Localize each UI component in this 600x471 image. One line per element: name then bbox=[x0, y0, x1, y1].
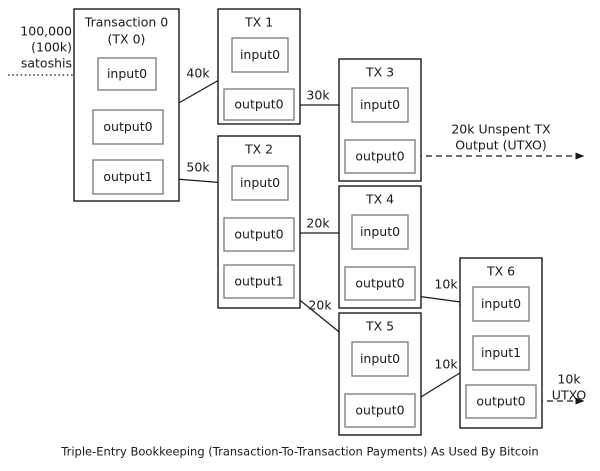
transaction-box-tx3[interactable]: TX 3 input0 output0 bbox=[338, 58, 422, 182]
tx6-input1-rect bbox=[472, 335, 530, 371]
tx2-output1-label: output1 bbox=[234, 274, 283, 289]
tx5-title: TX 5 bbox=[365, 319, 394, 334]
amount-label-40k: 40k bbox=[186, 66, 210, 81]
tx0-input0-rect bbox=[97, 57, 157, 91]
tx1-input0-label: input0 bbox=[240, 47, 280, 62]
tx3-slot-input0[interactable]: input0 bbox=[351, 87, 409, 123]
utxo-10k-label-line2: UTXO bbox=[552, 388, 587, 403]
tx4-input0-rect bbox=[351, 214, 409, 250]
tx0-slot-output0[interactable]: output0 bbox=[92, 109, 164, 145]
tx1-input0-rect bbox=[231, 37, 289, 73]
tx4-output0-label: output0 bbox=[355, 276, 404, 291]
tx2-slot-output0[interactable]: output0 bbox=[223, 217, 295, 252]
tx3-output0-rect bbox=[344, 139, 416, 174]
tx0-output0-label: output0 bbox=[103, 119, 152, 134]
utxo-20k-label-line2: Output (UTXO) bbox=[455, 138, 547, 153]
flow-tx3-out0-utxo: 20k Unspent TX Output (UTXO) bbox=[416, 122, 585, 160]
tx3-slot-output0[interactable]: output0 bbox=[344, 139, 416, 174]
tx6-slot-output0[interactable]: output0 bbox=[465, 384, 537, 419]
tx6-input1-label: input1 bbox=[481, 345, 521, 360]
tx1-title: TX 1 bbox=[244, 15, 273, 30]
tx2-slot-output1[interactable]: output1 bbox=[223, 264, 295, 299]
utxo-20k-label-line1: 20k Unspent TX bbox=[451, 122, 551, 137]
tx2-output1-rect bbox=[223, 264, 295, 299]
transaction-box-tx1[interactable]: TX 1 input0 output0 bbox=[217, 8, 301, 125]
tx5-output0-label: output0 bbox=[355, 403, 404, 418]
tx3-input0-rect bbox=[351, 87, 409, 123]
tx5-input0-label: input0 bbox=[360, 351, 400, 366]
tx6-title: TX 6 bbox=[486, 264, 515, 279]
tx1-output0-rect bbox=[223, 88, 295, 121]
tx0-title-line1: Transaction 0 bbox=[84, 15, 168, 30]
flow-tx1-out0-to-tx3-in0: 30k bbox=[294, 88, 348, 109]
genesis-amount-line3: satoshis bbox=[21, 56, 72, 71]
flow-tx6-out0-utxo: 10k UTXO bbox=[537, 372, 587, 405]
amount-label-20k-tx5: 20k bbox=[308, 298, 332, 313]
tx6-slot-input0[interactable]: input0 bbox=[472, 286, 530, 322]
tx2-input0-label: input0 bbox=[240, 175, 280, 190]
tx1-slot-output0[interactable]: output0 bbox=[223, 88, 295, 121]
transaction-box-tx0[interactable]: Transaction 0 (TX 0) input0 output0 outp… bbox=[73, 8, 180, 202]
amount-label-20k-tx4: 20k bbox=[306, 216, 330, 231]
transaction-box-tx2[interactable]: TX 2 input0 output0 output1 bbox=[217, 135, 301, 309]
tx1-slot-input0[interactable]: input0 bbox=[231, 37, 289, 73]
amount-label-10k-tx6in1: 10k bbox=[434, 357, 458, 372]
tx1-output0-label: output0 bbox=[234, 97, 283, 112]
tx0-output1-label: output1 bbox=[103, 169, 152, 184]
tx2-output0-rect bbox=[223, 217, 295, 252]
tx2-output0-label: output0 bbox=[234, 227, 283, 242]
tx5-output0-rect bbox=[344, 393, 416, 428]
tx2-title: TX 2 bbox=[244, 142, 273, 157]
tx6-slot-input1[interactable]: input1 bbox=[472, 335, 530, 371]
tx2-slot-input0[interactable]: input0 bbox=[231, 165, 289, 201]
flow-tx2-out0-to-tx4-in0: 20k bbox=[294, 216, 348, 237]
tx4-slot-input0[interactable]: input0 bbox=[351, 214, 409, 250]
tx6-input0-label: input0 bbox=[481, 296, 521, 311]
transaction-box-tx5[interactable]: TX 5 input0 output0 bbox=[338, 312, 422, 436]
flow-genesis-funding: 100,000 (100k) satoshis bbox=[8, 24, 92, 79]
tx0-output1-rect bbox=[92, 159, 164, 195]
tx4-slot-output0[interactable]: output0 bbox=[344, 266, 416, 301]
tx0-slot-output1[interactable]: output1 bbox=[92, 159, 164, 195]
amount-label-10k-tx6in0: 10k bbox=[434, 277, 458, 292]
tx6-output0-rect bbox=[465, 384, 537, 419]
tx5-slot-input0[interactable]: input0 bbox=[351, 341, 409, 377]
genesis-amount-line1: 100,000 bbox=[20, 24, 72, 39]
tx2-input0-rect bbox=[231, 165, 289, 201]
tx0-input0-label: input0 bbox=[107, 66, 147, 81]
tx3-output0-label: output0 bbox=[355, 149, 404, 164]
tx5-slot-output0[interactable]: output0 bbox=[344, 393, 416, 428]
tx3-input0-label: input0 bbox=[360, 97, 400, 112]
amount-label-30k: 30k bbox=[306, 88, 330, 103]
transaction-box-tx6[interactable]: TX 6 input0 input1 output0 bbox=[459, 257, 543, 429]
utxo-10k-label-line1: 10k bbox=[557, 372, 581, 387]
tx4-title: TX 4 bbox=[365, 192, 394, 207]
tx3-title: TX 3 bbox=[365, 65, 394, 80]
tx4-input0-label: input0 bbox=[360, 224, 400, 239]
tx0-slot-input0[interactable]: input0 bbox=[97, 57, 157, 91]
tx0-title-line2: (TX 0) bbox=[108, 32, 146, 47]
tx5-input0-rect bbox=[351, 341, 409, 377]
genesis-amount-line2: (100k) bbox=[31, 40, 72, 55]
tx4-output0-rect bbox=[344, 266, 416, 301]
diagram-caption: Triple-Entry Bookkeeping (Transaction-To… bbox=[60, 445, 538, 459]
amount-label-50k: 50k bbox=[186, 160, 210, 175]
tx0-output0-rect bbox=[92, 109, 164, 145]
transaction-box-tx4[interactable]: TX 4 input0 output0 bbox=[338, 185, 422, 309]
tx6-output0-label: output0 bbox=[476, 394, 525, 409]
tx6-input0-rect bbox=[472, 286, 530, 322]
